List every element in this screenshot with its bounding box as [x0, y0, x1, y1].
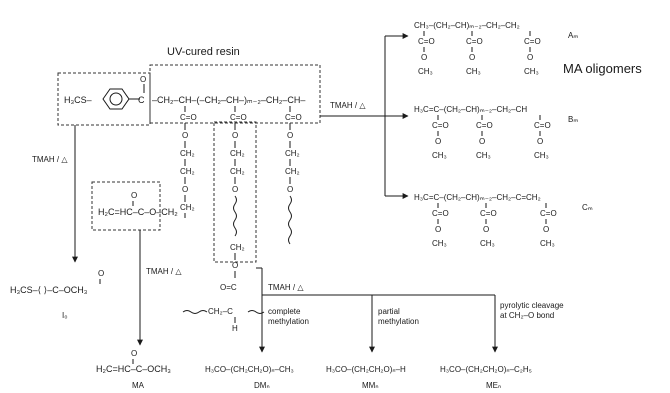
svg-text:CH₃: CH₃ [432, 239, 447, 248]
methylthio-group: H₃CS– [64, 95, 92, 105]
process-dm-2: methylation [268, 317, 309, 326]
lower-wavy-left [182, 310, 208, 314]
svg-text:O: O [479, 137, 485, 146]
oligomer-b-formula: H₃C=C–(CH₂–CH)ₘ₋₂–CH₂–CH [414, 105, 527, 114]
svg-text:CH₃: CH₃ [524, 67, 539, 76]
svg-text:O: O [421, 53, 427, 62]
svg-text:O: O [232, 185, 238, 194]
oligomer-c-pendants: C=O O CH₃ C=O O CH₃ C=O O CH₃ [432, 203, 557, 248]
pendant-chain-wavy [233, 195, 237, 237]
oligomer-b-pendants: C=O O CH₃ C=O O CH₃ C=O O CH₃ [432, 115, 551, 160]
svg-text:CH₂: CH₂ [230, 149, 245, 158]
process-mm-2: methylation [378, 317, 419, 326]
svg-text:O: O [543, 225, 549, 234]
oligomer-b-label: Bₘ [568, 115, 578, 124]
oligomer-c-label: Cₘ [582, 203, 593, 212]
svg-text:C=O: C=O [432, 121, 449, 130]
svg-text:C=O: C=O [540, 209, 557, 218]
ring-aromatic-icon [109, 92, 123, 106]
benzene-ring-icon [102, 88, 130, 110]
svg-text:O: O [537, 137, 543, 146]
svg-text:O: O [435, 137, 441, 146]
svg-text:C=O: C=O [466, 37, 483, 46]
oligomer-a-pendants: C=O O CH₃ C=O O CH₃ C=O O CH₃ [418, 31, 541, 76]
svg-text:CH₂: CH₂ [285, 167, 300, 176]
product-ma-label: MA [132, 381, 145, 390]
reagent-label-ma: TMAH / △ [146, 267, 182, 276]
svg-text:O: O [140, 75, 146, 84]
svg-text:C=O: C=O [524, 37, 541, 46]
oligomer-c-formula: H₃C=C–(CH₂–CH)ₘ₋₂–CH₂–C=CH₂ [414, 193, 541, 202]
product-mm-formula: H₃CO–(CH₂CH₂O)ₙ–H [326, 365, 406, 374]
svg-text:C=O: C=O [480, 209, 497, 218]
column3-wavy [288, 195, 292, 245]
acrylate-box [91, 181, 161, 231]
svg-text:O: O [435, 225, 441, 234]
resin-backbone: –CH₂–CH–(–CH₂–CH–)ₘ₋₂–CH₂–CH– [152, 95, 305, 105]
product-dm-formula: H₃CO–(CH₂CH₂O)ₙ–CH₃ [205, 365, 294, 374]
process-mm-1: partial [378, 307, 400, 316]
svg-text:CH₃: CH₃ [540, 239, 555, 248]
svg-text:O: O [287, 131, 293, 140]
svg-text:CH₃: CH₃ [534, 151, 549, 160]
product-i-formula: H₃CS–⟨ ⟩–C–OCH₃ [10, 285, 88, 295]
ester-oxygen-1: O [182, 131, 188, 140]
svg-text:CH₂: CH₂ [285, 149, 300, 158]
svg-text:O: O [469, 53, 475, 62]
svg-text:C=O: C=O [534, 121, 551, 130]
svg-text:CH₃: CH₃ [418, 67, 433, 76]
process-dm-1: complete [268, 307, 301, 316]
lower-backbone: CH₂–C [208, 307, 233, 316]
svg-text:O: O [232, 261, 238, 270]
process-me-1: pyrolytic cleavage [500, 301, 564, 310]
svg-text:CH₃: CH₃ [480, 239, 495, 248]
svg-text:O: O [527, 53, 533, 62]
svg-text:C=O: C=O [476, 121, 493, 130]
product-mm-label: MMₙ [362, 381, 379, 390]
pendant-chain-box [213, 121, 257, 263]
product-me-formula: H₃CO–(CH₂CH₂O)ₙ–C₂H₅ [440, 365, 532, 374]
ethylene-1a: CH₂ [180, 149, 195, 158]
oligomer-a-label: Aₘ [568, 31, 578, 40]
process-me-2: at CH₂–O bond [500, 311, 554, 320]
svg-text:O: O [483, 225, 489, 234]
svg-text:O: O [232, 131, 238, 140]
svg-text:O: O [131, 349, 137, 358]
resin-title: UV-cured resin [167, 46, 240, 58]
svg-text:O: O [131, 191, 137, 200]
svg-text:C=O: C=O [432, 209, 449, 218]
product-me-label: MEₙ [486, 381, 501, 390]
svg-text:CH₃: CH₃ [466, 67, 481, 76]
svg-text:C: C [138, 95, 145, 105]
reagent-label-right: TMAH / △ [330, 101, 366, 110]
ester-carbonyl-1: C=O [180, 113, 197, 122]
ethylene-1b: CH₂ [180, 167, 195, 176]
svg-text:CH₂: CH₂ [230, 167, 245, 176]
ester-carbonyl-3: C=O [285, 113, 302, 122]
svg-text:CH₃: CH₃ [432, 151, 447, 160]
product-ma-formula: H₂C=HC–C–OCH₃ [96, 364, 171, 374]
svg-text:CH₂: CH₂ [180, 203, 195, 212]
svg-text:CH₂: CH₂ [230, 243, 245, 252]
reagent-label-left: TMAH / △ [32, 155, 68, 164]
svg-text:C=O: C=O [418, 37, 435, 46]
oligomer-a-formula: CH₃–(CH₂–CH)ₘ₋₂–CH₂–CH₂ [414, 21, 520, 30]
oligomers-title: MA oligomers [563, 61, 642, 76]
ether-oxygen-1: O [182, 185, 188, 194]
lower-carbonyl: O=C [220, 283, 237, 292]
ester-carbonyl-2: C=O [230, 113, 247, 122]
svg-text:O: O [98, 269, 104, 278]
acrylate-fragment: H₂C=HC–C–O–CH₂ [98, 207, 178, 217]
svg-text:O: O [287, 185, 293, 194]
reagent-label-bottom: TMAH / △ [268, 283, 304, 292]
svg-text:CH₃: CH₃ [476, 151, 491, 160]
lower-hydrogen: H [232, 324, 238, 333]
product-i-label: I₀ [62, 311, 68, 320]
product-dm-label: DMₙ [254, 381, 270, 390]
